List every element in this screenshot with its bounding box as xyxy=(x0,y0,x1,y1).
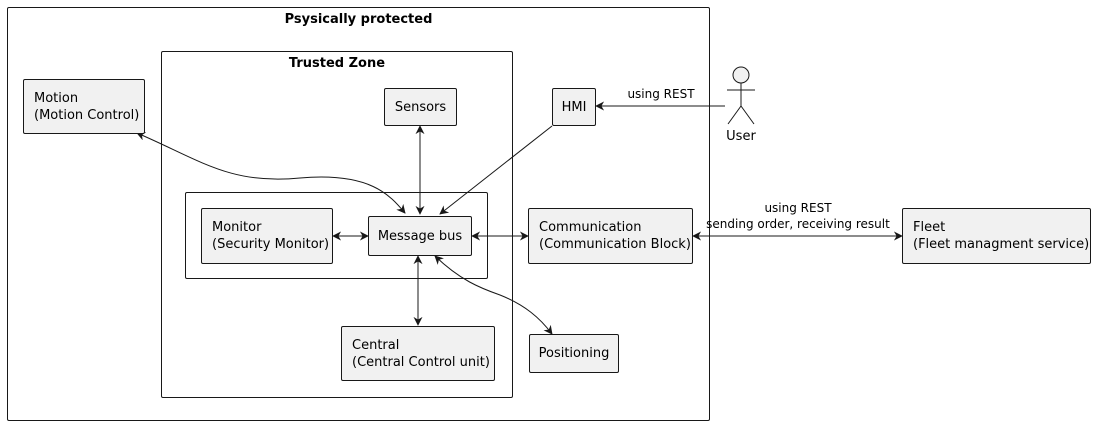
node-message-bus[interactable]: Message bus xyxy=(368,216,472,256)
edge-label-comm-fleet-1: using REST xyxy=(764,201,832,215)
node-communication-detail: (Communication Block) xyxy=(539,237,691,252)
edge-hmi-bus xyxy=(439,125,553,215)
node-central-detail: (Central Control unit) xyxy=(352,354,490,370)
edge-bus-positioning xyxy=(434,255,553,335)
message-bus-group xyxy=(185,192,488,279)
zone-physically-protected-title: Psysically protected xyxy=(284,12,433,27)
user-actor-icon xyxy=(727,66,755,125)
node-communication-name: Communication xyxy=(539,220,642,235)
node-central-name: Central xyxy=(352,337,400,353)
node-hmi[interactable]: HMI xyxy=(552,88,596,126)
node-monitor-detail: (Security Monitor) xyxy=(212,237,330,252)
node-central[interactable]: Central (Central Control unit) xyxy=(341,326,495,381)
edge-label-user-hmi: using REST xyxy=(627,87,695,101)
user-actor-label: User xyxy=(726,129,756,144)
edge-label-comm-fleet-2: sending order, receiving result xyxy=(706,217,890,231)
zone-trusted-title: Trusted Zone xyxy=(288,56,386,71)
node-fleet[interactable]: Fleet (Fleet managment service) xyxy=(902,208,1091,264)
node-motion-name: Motion xyxy=(34,90,79,106)
node-fleet-name: Fleet xyxy=(913,220,946,235)
node-sensors-name: Sensors xyxy=(394,99,447,115)
node-sensors[interactable]: Sensors xyxy=(384,88,457,126)
node-monitor[interactable]: Monitor (Security Monitor) xyxy=(201,208,333,264)
node-hmi-name: HMI xyxy=(561,99,587,115)
edge-motion-bus xyxy=(136,132,406,214)
zone-physically-protected: Psysically protected xyxy=(7,7,710,421)
node-positioning-name: Positioning xyxy=(538,346,610,361)
zone-trusted: Trusted Zone xyxy=(161,51,513,398)
node-motion-detail: (Motion Control) xyxy=(34,107,140,123)
node-monitor-name: Monitor xyxy=(212,220,262,235)
node-fleet-detail: (Fleet managment service) xyxy=(913,237,1090,252)
node-motion[interactable]: Motion (Motion Control) xyxy=(23,79,145,134)
node-message-bus-name: Message bus xyxy=(377,228,463,244)
node-communication[interactable]: Communication (Communication Block) xyxy=(528,208,693,264)
node-positioning[interactable]: Positioning xyxy=(529,334,619,373)
